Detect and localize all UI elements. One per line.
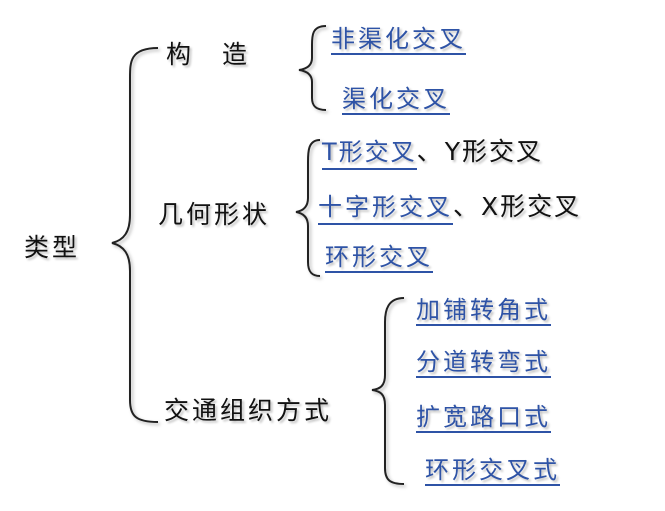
leaf-non-channelized[interactable]: 非渠化交叉 xyxy=(331,25,466,55)
leaf-row-t-y: T形交叉、Y形交叉 xyxy=(322,137,543,170)
leaf-cross-intersection[interactable]: 十字形交叉 xyxy=(318,193,453,225)
leaf-row-cross-x: 十字形交叉、X形交叉 xyxy=(318,192,582,225)
leaf-widened-junction[interactable]: 扩宽路口式 xyxy=(416,403,551,433)
brace-geometry xyxy=(295,139,321,277)
leaf-y-intersection: Y形交叉 xyxy=(444,137,543,166)
leaf-t-intersection[interactable]: T形交叉 xyxy=(322,138,417,170)
leaf-separator: 、 xyxy=(416,137,445,166)
brace-traffic xyxy=(371,297,405,485)
branch-traffic-organization: 交通组织方式 xyxy=(164,396,333,425)
branch-construction: 构 造 xyxy=(166,40,251,69)
brace-root xyxy=(111,47,159,423)
leaf-roundabout[interactable]: 环形交叉 xyxy=(325,243,433,273)
brace-construction xyxy=(298,25,327,111)
branch-geometry: 几何形状 xyxy=(158,200,271,229)
leaf-lane-turning[interactable]: 分道转弯式 xyxy=(416,348,551,378)
leaf-x-intersection: X形交叉 xyxy=(481,192,582,221)
root-label: 类型 xyxy=(24,233,81,262)
leaf-roundabout-style[interactable]: 环形交叉式 xyxy=(425,456,560,486)
leaf-channelized[interactable]: 渠化交叉 xyxy=(342,85,450,115)
leaf-paved-corner[interactable]: 加铺转角式 xyxy=(416,296,551,326)
leaf-separator: 、 xyxy=(453,192,482,221)
